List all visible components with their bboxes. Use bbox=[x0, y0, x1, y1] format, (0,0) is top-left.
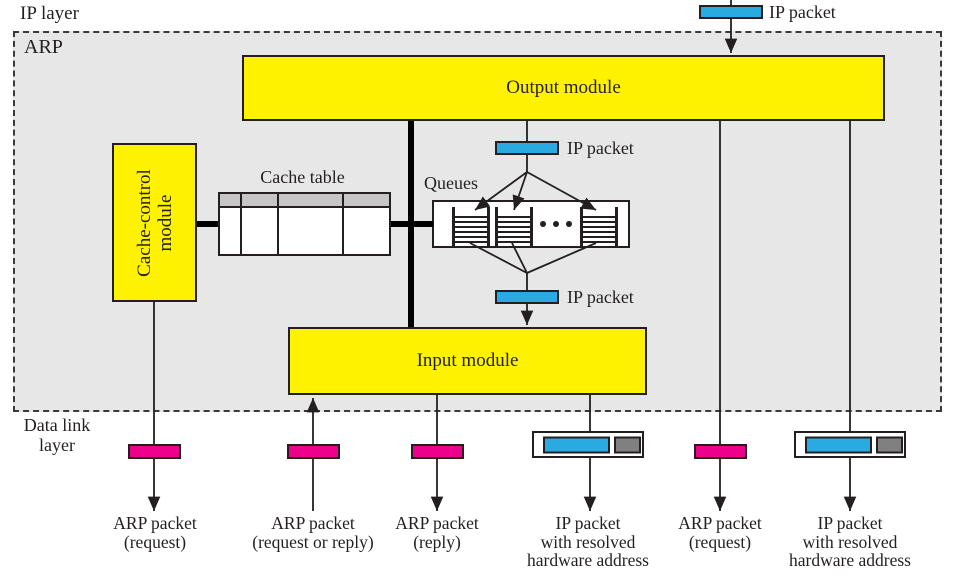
arp-packet-box bbox=[128, 444, 181, 459]
resolved-ip-packet-box bbox=[532, 431, 644, 458]
cache-control-module-box: Cache-control module bbox=[112, 143, 197, 302]
arp-packet-box bbox=[287, 444, 340, 459]
data-link-layer-line1: Data link bbox=[23, 415, 91, 435]
cache-table-header-cell bbox=[344, 194, 389, 208]
arp-packet-box bbox=[411, 444, 464, 459]
cache-table-header-cell bbox=[279, 194, 344, 208]
cache-table-body-cell bbox=[344, 208, 389, 254]
ip-packet-box bbox=[495, 290, 559, 304]
cache-table bbox=[218, 192, 391, 256]
caption-ip-resolved-1: IP packet with resolved hardware address bbox=[527, 513, 649, 570]
queues-title: Queues bbox=[424, 173, 478, 193]
queue-icon bbox=[495, 207, 533, 246]
queues-box bbox=[432, 200, 630, 248]
ip-packet-label: IP packet bbox=[769, 2, 836, 22]
ip-layer-label: IP layer bbox=[20, 3, 79, 24]
ellipsis-icon bbox=[537, 221, 575, 227]
caption-arp-request: ARP packet (request) bbox=[113, 513, 197, 552]
arp-label: ARP bbox=[24, 36, 63, 58]
ip-packet-box bbox=[699, 5, 763, 19]
ip-packet-label: IP packet bbox=[567, 138, 634, 158]
caption-ip-resolved-2: IP packet with resolved hardware address bbox=[789, 513, 911, 570]
cache-table-body-cell bbox=[279, 208, 344, 254]
hardware-address-inner-box bbox=[876, 436, 903, 453]
ip-packet-label: IP packet bbox=[567, 287, 634, 307]
resolved-ip-packet-box bbox=[794, 431, 906, 458]
input-module-box: Input module bbox=[288, 327, 647, 395]
queue-stack-icon bbox=[455, 216, 487, 243]
queue-icon bbox=[452, 207, 490, 246]
cache-table-title: Cache table bbox=[260, 167, 345, 187]
cache-table-body-cell bbox=[220, 208, 242, 254]
input-module-label: Input module bbox=[416, 350, 519, 371]
cache-table-body-cell bbox=[242, 208, 279, 254]
cache-table-header-cell bbox=[242, 194, 279, 208]
output-module-box: Output module bbox=[242, 55, 885, 121]
output-module-label: Output module bbox=[506, 77, 621, 98]
queue-stack-icon bbox=[583, 216, 615, 243]
arp-packet-box bbox=[694, 444, 747, 459]
caption-arp-request-2: ARP packet (request) bbox=[678, 513, 762, 552]
ip-packet-box bbox=[495, 141, 559, 155]
ip-packet-inner-box bbox=[543, 436, 610, 453]
cache-control-module-label: Cache-control module bbox=[133, 168, 176, 277]
ip-packet-inner-box bbox=[805, 436, 872, 453]
hardware-address-inner-box bbox=[614, 436, 641, 453]
caption-arp-request-or-reply: ARP packet (request or reply) bbox=[252, 513, 374, 552]
data-link-layer-label: Data link layer bbox=[6, 415, 108, 455]
queue-stack-icon bbox=[498, 216, 530, 243]
queue-icon bbox=[580, 207, 618, 246]
caption-arp-reply: ARP packet (reply) bbox=[395, 513, 479, 552]
data-link-layer-line2: layer bbox=[39, 435, 75, 455]
cache-table-header-cell bbox=[220, 194, 242, 208]
